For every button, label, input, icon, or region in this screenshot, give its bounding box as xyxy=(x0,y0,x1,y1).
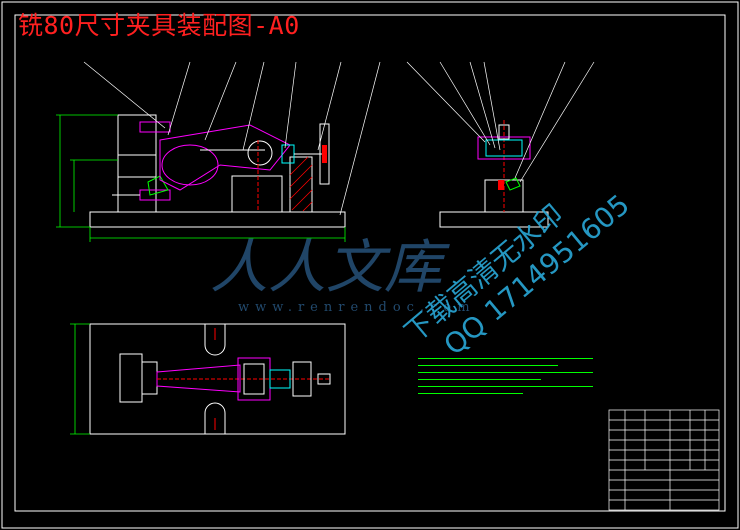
pivot-circle xyxy=(247,140,273,166)
top-handle-end xyxy=(317,373,331,385)
watermark-logo: 人人文库 xyxy=(210,233,443,301)
top-clamp-nut xyxy=(269,369,291,389)
right-bracket xyxy=(289,156,313,213)
right-bracket-hatch xyxy=(289,156,313,212)
workpiece-boss xyxy=(161,144,219,186)
top-slot-lower xyxy=(204,402,226,434)
top-slot-upper xyxy=(204,324,226,356)
upper-clamp-screw xyxy=(139,121,171,133)
center-support xyxy=(231,175,283,213)
side-clamp-jaw xyxy=(485,139,523,157)
technical-notes xyxy=(418,352,593,400)
side-view-leaders xyxy=(406,61,595,183)
top-left-block xyxy=(119,353,143,403)
side-view xyxy=(406,61,595,228)
top-support xyxy=(243,363,265,395)
sheet-inner-border xyxy=(14,14,726,512)
front-view-dimensions xyxy=(56,114,346,242)
handwheel-hub xyxy=(322,145,327,163)
left-support-block xyxy=(117,114,157,213)
title-block xyxy=(608,409,720,511)
top-view xyxy=(70,323,346,435)
top-right-bracket xyxy=(292,361,312,397)
base-plate xyxy=(89,211,346,228)
top-left-block-step xyxy=(141,361,158,395)
side-workpiece xyxy=(477,136,531,160)
top-view-dimensions xyxy=(70,323,90,435)
workpiece-lever xyxy=(159,124,291,191)
watermark-url: www.renrendoc.com xyxy=(238,300,476,315)
front-view-leaders xyxy=(83,61,381,216)
left-support-slot xyxy=(117,154,157,178)
drawing-title: 铣80尺寸夹具装配图-A0 xyxy=(18,11,300,40)
top-workpiece-arm xyxy=(156,364,241,393)
v-block xyxy=(147,175,169,196)
lower-clamp-screw xyxy=(139,189,171,201)
side-screw-head xyxy=(498,124,510,140)
side-v-block xyxy=(505,177,521,191)
top-base-outline xyxy=(89,323,346,435)
front-view xyxy=(56,61,381,242)
side-pin xyxy=(498,180,504,190)
